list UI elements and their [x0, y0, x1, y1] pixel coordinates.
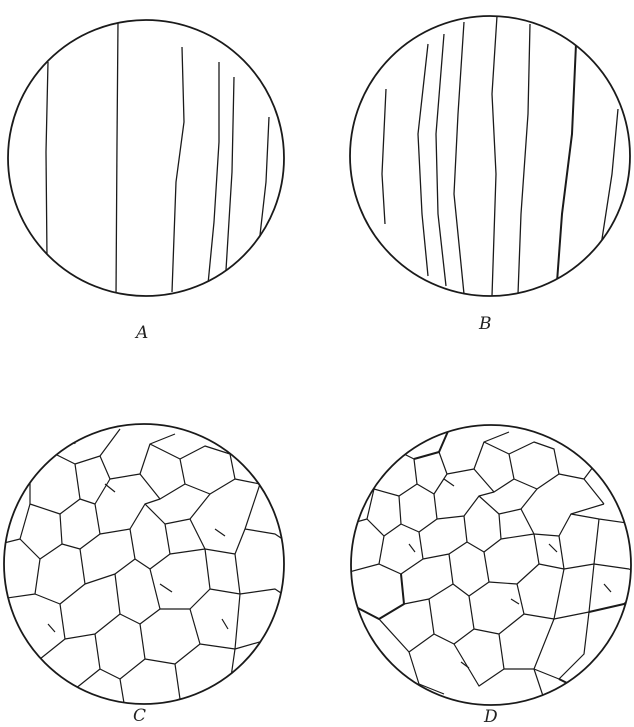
- panel-d-network: [379, 532, 423, 574]
- panel-c-network: [20, 514, 62, 559]
- panel-c-network: [160, 589, 210, 609]
- panel-d-network: [501, 534, 534, 539]
- panel-c-network: [245, 529, 290, 544]
- panel-d: [349, 424, 634, 708]
- panel-c-network: [62, 504, 100, 549]
- panel-c-network: [105, 484, 115, 492]
- panel-d-network: [521, 504, 604, 536]
- panel-d-network: [444, 479, 454, 486]
- panel-d-network: [604, 584, 611, 592]
- panel-a-label: A: [136, 325, 148, 342]
- panel-c-label: C: [133, 708, 146, 725]
- panel-c-network: [222, 619, 228, 629]
- panel-d-network: [467, 514, 501, 552]
- panel-a-drawing: [0, 22, 290, 302]
- panel-d-network: [534, 612, 589, 679]
- panel-d-network: [564, 519, 599, 569]
- panel-d-network: [409, 652, 444, 694]
- panel-c-network: [120, 679, 125, 709]
- panel-c-network: [120, 569, 160, 624]
- panel-d-network: [409, 544, 415, 552]
- panel-d-network: [519, 669, 544, 709]
- panel-d-network: [349, 424, 409, 479]
- panel-d-network: [479, 489, 537, 514]
- panel-c-network: [0, 559, 40, 599]
- panel-b-line: [557, 44, 576, 282]
- panel-c-network: [30, 454, 80, 514]
- panel-b-label: B: [479, 316, 492, 333]
- panel-c-network: [70, 424, 75, 444]
- panel-d-network: [474, 614, 524, 634]
- panel-d-network: [517, 569, 564, 619]
- panel-a-line: [46, 62, 48, 258]
- panel-d-network: [423, 516, 467, 559]
- panel-d-network: [511, 599, 519, 604]
- panel-a-circle: [8, 20, 284, 296]
- panel-c: [0, 424, 290, 706]
- panel-b-line: [492, 16, 497, 296]
- panel-d-network: [404, 554, 453, 604]
- panel-d-network: [454, 634, 504, 686]
- panel-c-network: [235, 624, 285, 649]
- panel-c-network: [135, 524, 170, 569]
- panel-c-network: [100, 499, 160, 534]
- panel-c-network: [75, 429, 120, 464]
- panel-d-network: [401, 494, 437, 532]
- panel-a-line: [226, 77, 234, 270]
- panel-c-network: [215, 529, 225, 536]
- panel-b-line: [518, 24, 530, 294]
- panel-c-network: [110, 434, 175, 479]
- panel-d-network: [437, 492, 494, 519]
- panel-c-circle: [4, 424, 284, 704]
- panel-c-network: [190, 484, 260, 554]
- panel-d-label: D: [484, 709, 498, 726]
- panel-c-network: [40, 634, 100, 689]
- panel-d-network: [549, 544, 557, 552]
- panel-d-network: [474, 442, 514, 492]
- panel-b-drawing: [346, 14, 634, 304]
- panel-a-line: [208, 62, 219, 284]
- panel-c-network: [10, 604, 65, 659]
- panel-c-network: [65, 574, 120, 639]
- panel-d-drawing: [349, 424, 634, 708]
- panel-c-network: [170, 549, 205, 554]
- panel-a: [0, 22, 290, 302]
- panel-d-network: [379, 599, 434, 652]
- panel-d-network: [367, 496, 401, 536]
- panel-b-line: [436, 34, 446, 286]
- panel-d-network: [453, 552, 489, 596]
- panel-c-network: [145, 644, 200, 664]
- panel-b-line: [382, 89, 386, 224]
- panel-c-network: [80, 456, 110, 504]
- panel-b: [346, 14, 634, 304]
- panel-d-network: [509, 442, 559, 474]
- panel-b-line: [454, 22, 464, 294]
- panel-c-network: [85, 529, 135, 584]
- panel-c-network: [48, 624, 55, 632]
- panel-c-network: [240, 589, 290, 599]
- panel-a-line: [116, 22, 118, 297]
- panel-c-network: [100, 624, 145, 679]
- panel-d-network: [594, 564, 634, 574]
- panel-b-circle: [350, 16, 630, 296]
- panel-d-network: [354, 574, 404, 619]
- panel-d-network: [447, 432, 509, 474]
- panel-c-network: [160, 584, 172, 592]
- panel-d-network: [374, 449, 417, 496]
- panel-b-line: [418, 44, 428, 276]
- panel-d-network: [514, 474, 604, 504]
- panel-d-network: [434, 596, 474, 644]
- panel-a-line: [172, 47, 184, 292]
- panel-d-network: [489, 564, 539, 584]
- panel-d-network: [417, 452, 447, 494]
- panel-c-drawing: [0, 424, 290, 706]
- panel-c-network: [145, 494, 210, 524]
- panel-d-network: [349, 536, 384, 572]
- panel-c-network: [205, 549, 240, 594]
- panel-d-network: [504, 619, 554, 669]
